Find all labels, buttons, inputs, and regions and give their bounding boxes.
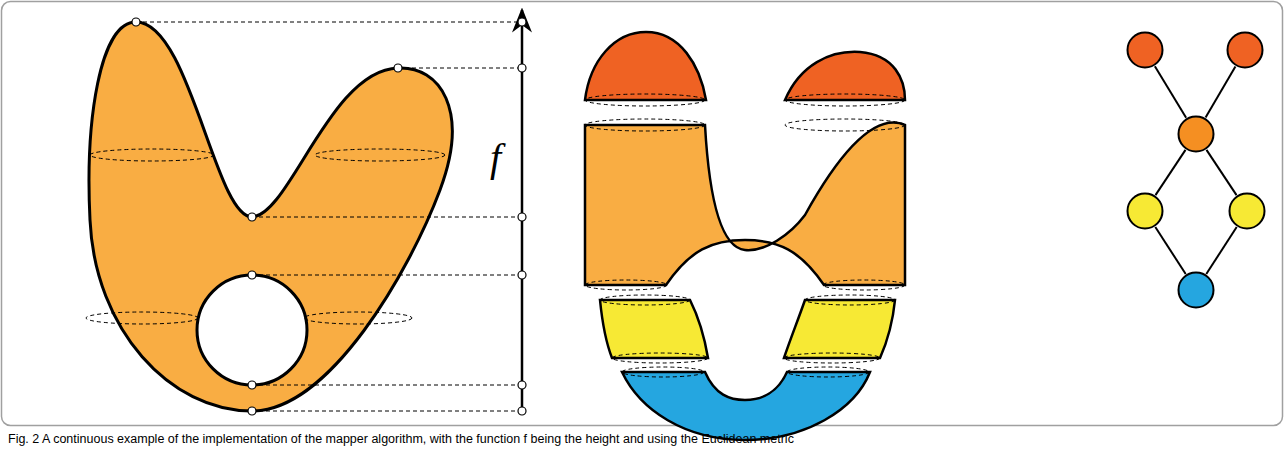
cover-pieces [585, 32, 905, 440]
function-label: f [488, 138, 503, 178]
graph-vertex [1226, 31, 1264, 69]
graph-vertex [1228, 192, 1266, 230]
vertex-circle [1226, 31, 1264, 69]
figure-frame [2, 2, 1283, 426]
vertex-circle [1126, 192, 1164, 230]
vertex-circle [1177, 271, 1215, 309]
level-lines [136, 22, 522, 411]
vertex-circle [1126, 31, 1164, 69]
graph-edge [1206, 150, 1236, 195]
critical-points [132, 18, 526, 415]
graph-edge [1155, 227, 1185, 274]
vertex-circle [1228, 192, 1266, 230]
vertex-circle [1177, 115, 1215, 153]
graph-vertex [1177, 271, 1215, 309]
graph-edge [1155, 150, 1185, 195]
graph-edge [1206, 66, 1236, 117]
graph-vertex [1126, 192, 1164, 230]
graph-vertex [1177, 115, 1215, 153]
graph-vertex [1126, 31, 1164, 69]
figure-caption: Fig. 2 A continuous example of the imple… [8, 432, 1278, 447]
graph-edge [1206, 227, 1236, 274]
cut-ellipses [585, 94, 905, 377]
graph-edge [1155, 66, 1186, 118]
